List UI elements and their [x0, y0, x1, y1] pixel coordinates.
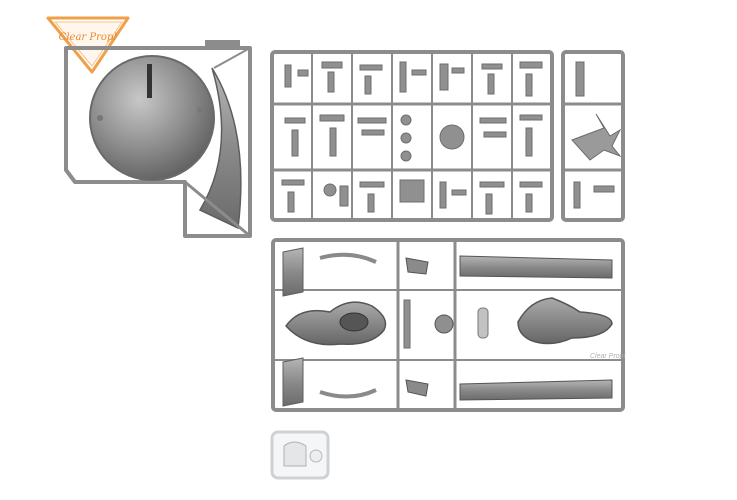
sprue-c	[561, 50, 625, 222]
fuselage-half-left	[285, 301, 387, 346]
left-fin-part-top	[282, 247, 304, 297]
clear-prop-logo: Clear Prop!	[46, 16, 130, 74]
curved-fin-part	[198, 67, 242, 230]
clear-canopy-part	[283, 441, 307, 467]
wing-part-top	[459, 255, 613, 279]
dome-slot	[147, 64, 152, 98]
wing-part-bottom	[459, 379, 613, 401]
logo-text: Clear Prop!	[59, 32, 118, 43]
canopy-dome-part	[89, 55, 215, 181]
tail-fin-part	[571, 113, 622, 161]
sprue-brand-tag: Clear Prop!	[590, 353, 625, 360]
sprue-d: Clear Prop!	[271, 238, 625, 412]
sprue-e-clear	[270, 430, 330, 480]
left-fin-part-bottom	[282, 357, 304, 407]
sprue-a	[64, 40, 252, 238]
small-parts	[281, 61, 543, 215]
fuselage-half-right	[517, 297, 613, 345]
sprue-b	[270, 50, 554, 222]
